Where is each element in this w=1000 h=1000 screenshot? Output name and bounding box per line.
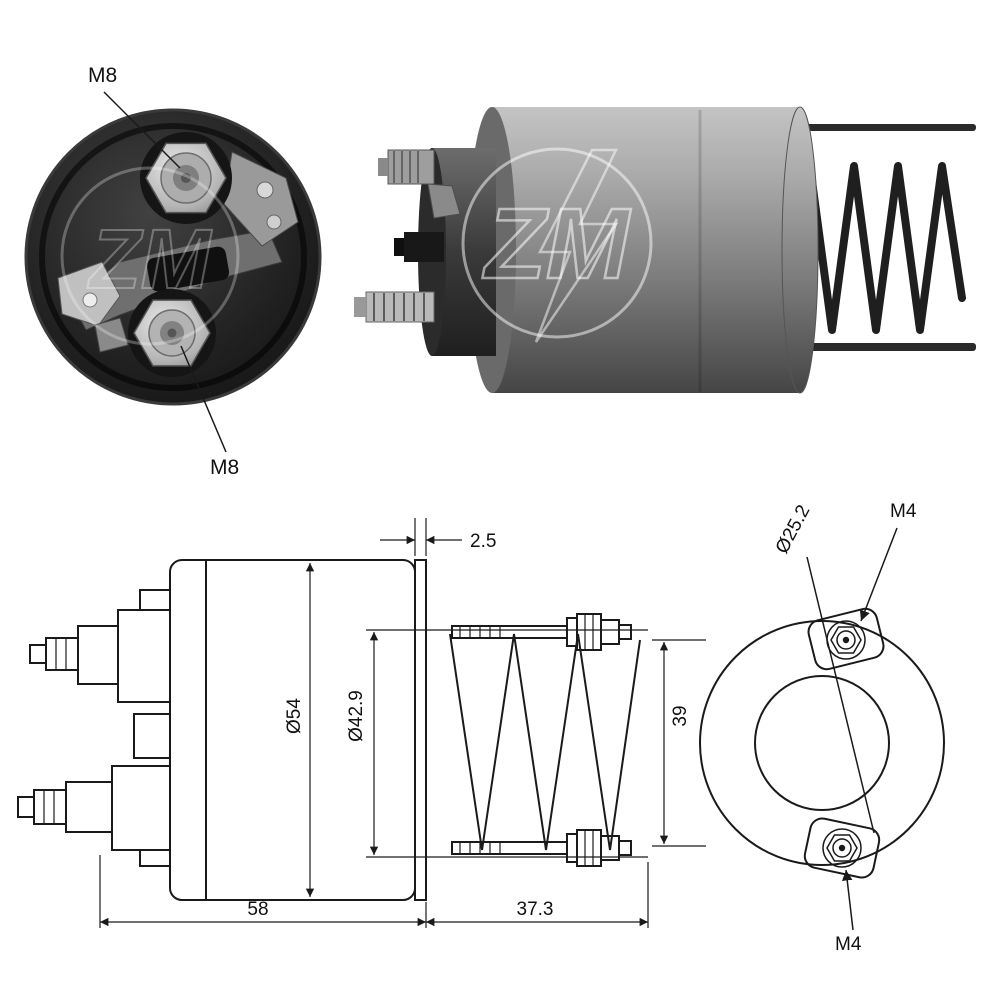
dim-spring-length-label: 37.3 <box>517 899 554 920</box>
terminal-profile-top <box>29 589 171 703</box>
mounting-flange <box>414 559 427 901</box>
dim-bore-diameter: Ø25.2 <box>772 502 875 834</box>
rear-terminal-bottom-label: M8 <box>210 456 239 479</box>
bracket-screw <box>82 292 98 308</box>
bracket-screw <box>266 214 282 230</box>
dim-body-length: 58 37.3 <box>99 855 649 928</box>
solenoid-photo: ZM <box>354 106 976 394</box>
terminal-stud-bottom <box>128 289 216 377</box>
screw-top-leader <box>859 527 898 622</box>
bracket-screw <box>256 181 274 199</box>
front-bore-circle <box>754 675 890 811</box>
rear-cap-ring <box>39 123 307 391</box>
watermark-left: ZM <box>60 166 240 346</box>
terminal-profile-bottom <box>17 765 171 867</box>
screw-bottom-label: M4 <box>835 934 862 955</box>
mid-notch <box>133 713 171 759</box>
lower-tab <box>94 317 129 353</box>
rear-terminal-top-label: M8 <box>88 64 117 87</box>
front-view-drawing: Ø25.2 M4 M4 <box>699 501 945 955</box>
front-outer-circle <box>699 620 945 866</box>
dim-outer-label: Ø54 <box>284 698 305 734</box>
dim-flange-thickness: 2.5 <box>380 518 496 556</box>
return-spring <box>806 162 966 334</box>
dim-screw-bottom: M4 <box>835 869 862 955</box>
solenoid-body <box>492 107 800 393</box>
plunger-rod-top <box>790 124 976 131</box>
plunger-rod-bottom <box>790 343 976 351</box>
terminal-stud-top <box>140 132 232 224</box>
connector-tab <box>394 232 444 262</box>
terminal-stud-photo-bottom <box>354 291 435 323</box>
dim-flange-label: 2.5 <box>470 531 496 552</box>
dim-inner-label: Ø42.9 <box>346 690 367 742</box>
dim-screw-top: M4 <box>859 501 917 622</box>
m4-screw-bottom <box>803 817 881 879</box>
spring-drawing: 39 <box>449 613 706 867</box>
lightning-bolt-icon <box>534 148 619 343</box>
watermark-text: ZM <box>482 188 632 300</box>
m4-screw-top <box>807 607 885 671</box>
spring-coil-outline <box>449 633 641 851</box>
bolt-bottom <box>451 829 632 867</box>
dim-screw-spacing-label: 39 <box>670 705 691 726</box>
dim-screw-spacing: 39 <box>652 639 706 847</box>
body-end-cap <box>781 106 819 394</box>
terminal-bridge <box>146 246 230 292</box>
screw-top-label: M4 <box>890 501 917 522</box>
watermark-text: ZM <box>87 212 212 306</box>
bolt-top <box>451 613 632 651</box>
side-view-drawing: 2.5 Ø54 Ø42.9 58 37.3 <box>17 518 649 928</box>
dim-outer-diameter: Ø54 <box>284 563 315 897</box>
dim-bore-leader <box>806 556 875 834</box>
terminal-stud-photo-top <box>378 149 461 219</box>
watermark-right: ZM <box>461 147 653 343</box>
rear-terminal-bottom-leader <box>180 345 227 453</box>
rear-terminal-top-leader <box>103 91 181 169</box>
screw-bottom-leader <box>842 869 854 931</box>
rear-view-photo: ZM M8 M8 <box>24 64 322 479</box>
dim-bore-label: Ø25.2 <box>772 502 815 558</box>
dim-body-length-label: 58 <box>247 899 268 920</box>
